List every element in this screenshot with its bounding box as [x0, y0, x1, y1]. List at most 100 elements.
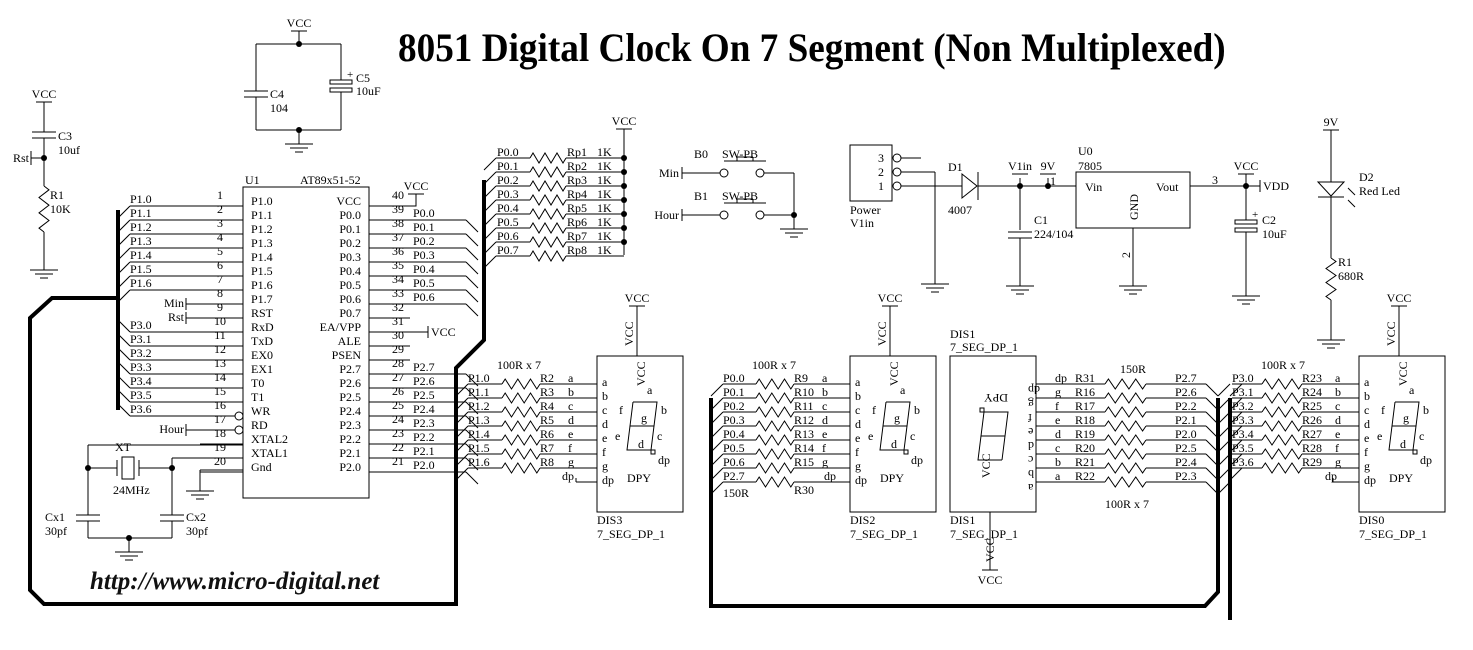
bus-entry: [455, 425, 469, 439]
display-pin-label: dp: [1364, 473, 1376, 487]
pin-name: P2.0: [339, 460, 361, 474]
pullup-ref: Rp3: [567, 173, 587, 187]
display-pin-label: g: [1364, 459, 1370, 473]
seg-d-label: d: [638, 437, 644, 451]
resistor-zigzag: [755, 462, 795, 474]
row-net-label: P3.2: [1232, 399, 1254, 413]
resistor-zigzag: [501, 378, 541, 390]
display-pin-label: c: [1364, 403, 1369, 417]
display-pin-label: e: [1028, 425, 1033, 439]
row-seg-label: d: [1055, 427, 1061, 441]
pullup-net-label: P0.6: [497, 229, 519, 243]
power-port-label: VCC: [625, 291, 650, 305]
pin-number: 28: [392, 356, 404, 370]
pullup-net-label: P0.2: [497, 173, 519, 187]
dp-square: [979, 407, 985, 413]
row-res-label: R26: [1302, 413, 1322, 427]
pin-circle: [234, 411, 244, 421]
c4-ref: C4: [270, 87, 284, 101]
resistor-zigzag: [1104, 476, 1147, 488]
row-res-label: R21: [1075, 455, 1095, 469]
bus-entry: [1205, 411, 1219, 425]
buses: [28, 180, 1232, 620]
pin-name: P2.7: [339, 362, 361, 376]
row-net-label: P3.4: [1232, 427, 1254, 441]
website-link[interactable]: http://www.micro-digital.net: [90, 568, 380, 595]
junction-dot: [621, 225, 627, 231]
bus-entry: [465, 303, 479, 317]
row-seg-label: b: [568, 385, 574, 399]
pullup-ref: Rp2: [567, 159, 587, 173]
display-part: 7_SEG_DP_1: [1359, 527, 1427, 541]
display-pin-label: d: [1364, 417, 1370, 431]
bus-entry: [710, 425, 724, 439]
display-part: 7_SEG_DP_1: [850, 527, 918, 541]
power-port-label: VCC: [1234, 159, 1259, 173]
resistor-icon: [529, 208, 567, 220]
capacitor-icon: [160, 514, 184, 522]
display-body: [849, 355, 937, 513]
power-connector-body: [849, 144, 893, 202]
resistor-icon: [755, 378, 795, 390]
display-ref: DIS0: [1359, 513, 1384, 527]
resistor-zigzag: [1325, 257, 1337, 301]
bus-entry: [1229, 453, 1243, 467]
pin-name: RD: [251, 418, 268, 432]
bus-entry: [1229, 425, 1243, 439]
seg-f-label: f: [1381, 403, 1385, 417]
resistor-zigzag: [755, 378, 795, 390]
r-led-value: 680R: [1338, 269, 1364, 283]
row-res-label: R30: [794, 483, 814, 497]
button-net-label: Min: [659, 166, 679, 180]
pin-name: PSEN: [332, 348, 362, 362]
resistor-zigzag: [529, 208, 567, 220]
bus-entry: [1205, 467, 1219, 481]
seg-a-label: a: [900, 383, 906, 397]
resistor-zigzag: [1104, 448, 1147, 460]
series-resistor-note: 100R x 7: [752, 358, 796, 372]
power-port-label: VCC: [32, 87, 57, 101]
pin-name: P0.0: [339, 208, 361, 222]
pin-name: P2.4: [339, 404, 361, 418]
pin-net-label: P1.3: [130, 234, 152, 248]
display-ref-top: DIS1: [950, 327, 975, 341]
pin-net-label: P1.2: [130, 220, 152, 234]
capacitor-icon: [1008, 231, 1032, 239]
resistor-icon: [529, 194, 567, 206]
pin-name: P0.6: [339, 292, 361, 306]
seg-dp-label: dp: [658, 453, 670, 467]
pin-net-label: P3.6: [130, 402, 152, 416]
regulator-ref: U0: [1078, 144, 1093, 158]
row-res-label: R5: [540, 413, 554, 427]
display-type-label: DPY: [1389, 471, 1413, 485]
bus-entry: [1205, 481, 1219, 495]
row-seg-label: b: [822, 385, 828, 399]
bus-entry: [1205, 397, 1219, 411]
resistor-icon: [1325, 257, 1337, 301]
ground-icon: [1317, 326, 1345, 349]
c2-value: 10uF: [1262, 227, 1287, 241]
connector-label: Power: [850, 203, 881, 217]
pullup-value: 1K: [597, 173, 612, 187]
cap-polarity: +: [1252, 209, 1258, 221]
row-net-label: P2.2: [1175, 399, 1197, 413]
pin-number: 1: [217, 188, 223, 202]
display-pin-label: dp: [602, 473, 614, 487]
pin-name: WR: [251, 404, 270, 418]
bus-entry: [465, 247, 479, 261]
